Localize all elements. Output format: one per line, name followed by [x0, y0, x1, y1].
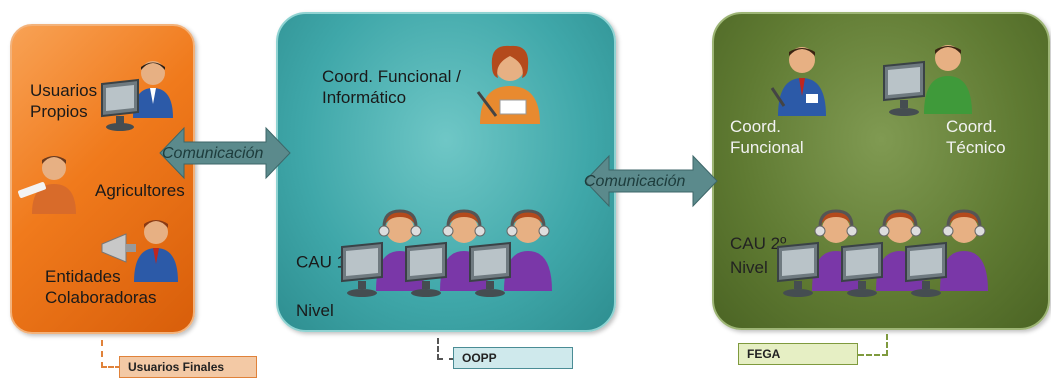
coord-tecnico-person-icon	[924, 45, 972, 114]
monitor-icon	[341, 241, 383, 297]
megaphone-person-icon	[101, 220, 178, 282]
label-usuarios-propios: Usuarios Propios	[30, 81, 98, 121]
user-person-icon	[133, 61, 173, 118]
monitor-icon	[405, 241, 447, 297]
coord-funcional-person-icon	[770, 47, 826, 116]
coordinator-woman-icon	[476, 45, 540, 124]
operator-icon	[504, 209, 552, 291]
label-coord-tecnico: Coord. Técnico	[946, 117, 1006, 157]
tag-usuarios-finales: Usuarios Finales	[119, 356, 257, 378]
arrow-left-label: Comunicación	[162, 145, 264, 162]
label-coord-funcional: Coord. Funcional	[730, 117, 804, 157]
connector-users	[101, 340, 121, 368]
monitor-icon	[905, 241, 947, 297]
arrow-right	[584, 154, 718, 208]
monitor-icon	[101, 78, 139, 131]
monitor-icon	[883, 60, 925, 116]
tag-oopp: OOPP	[453, 347, 573, 369]
label-entidades-colaboradoras: Entidades Colaboradoras	[45, 267, 157, 307]
operator-group-oopp	[341, 209, 552, 297]
arrow-left	[159, 126, 291, 180]
monitor-icon	[777, 241, 819, 297]
label-agricultores: Agricultores	[95, 181, 185, 200]
label-coord-funcional-informatico: Coord. Funcional / Informático	[322, 67, 461, 107]
cau-1-nivel: Nivel	[296, 300, 334, 320]
operator-group-fega	[777, 209, 988, 297]
tag-fega: FEGA	[738, 343, 858, 365]
monitor-icon	[841, 241, 883, 297]
label-cau-2-nivel: CAU 2º Nivel	[730, 234, 787, 277]
arrow-right-label: Comunicación	[584, 173, 686, 190]
farmer-icon	[18, 156, 76, 214]
connector-oopp	[437, 338, 455, 360]
monitor-icon	[469, 241, 511, 297]
connector-fega	[858, 334, 888, 356]
operator-icon	[940, 209, 988, 291]
panel-fega	[712, 12, 1050, 330]
